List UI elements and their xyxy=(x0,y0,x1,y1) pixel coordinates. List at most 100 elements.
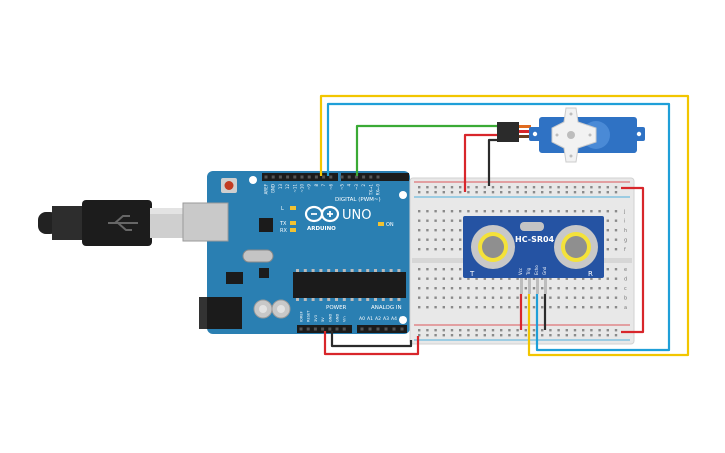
breadboard-hole[interactable] xyxy=(475,296,478,299)
breadboard-hole[interactable] xyxy=(516,296,519,299)
breadboard-hole[interactable] xyxy=(565,306,568,309)
breadboard-hole[interactable] xyxy=(606,277,609,280)
wire-red-5v[interactable] xyxy=(323,331,420,356)
breadboard-hole[interactable] xyxy=(500,334,503,337)
power-header[interactable] xyxy=(297,325,352,333)
breadboard-hole[interactable] xyxy=(434,219,437,222)
breadboard-hole[interactable] xyxy=(606,238,609,241)
breadboard-hole[interactable] xyxy=(565,210,568,213)
breadboard-hole[interactable] xyxy=(500,296,503,299)
wire-red-rail[interactable] xyxy=(621,186,645,334)
breadboard-hole[interactable] xyxy=(614,296,618,299)
breadboard-hole[interactable] xyxy=(557,277,560,280)
analog-pin-hole[interactable] xyxy=(376,327,380,331)
breadboard-hole[interactable] xyxy=(532,329,536,332)
breadboard-hole[interactable] xyxy=(524,287,527,290)
breadboard-hole[interactable] xyxy=(524,210,527,213)
breadboard-hole[interactable] xyxy=(532,287,536,290)
breadboard-hole[interactable] xyxy=(549,277,552,280)
breadboard-hole[interactable] xyxy=(426,268,429,271)
breadboard-hole[interactable] xyxy=(475,191,478,194)
breadboard-hole[interactable] xyxy=(606,287,609,290)
breadboard-hole[interactable] xyxy=(426,191,429,194)
digital-pin-hole[interactable] xyxy=(293,175,297,179)
breadboard-hole[interactable] xyxy=(557,334,560,337)
breadboard-hole[interactable] xyxy=(500,329,503,332)
breadboard-hole[interactable] xyxy=(573,210,577,213)
breadboard-hole[interactable] xyxy=(549,191,552,194)
breadboard-hole[interactable] xyxy=(418,210,421,213)
analog-pin-hole[interactable] xyxy=(384,327,388,331)
breadboard-hole[interactable] xyxy=(590,191,593,194)
breadboard-hole[interactable] xyxy=(614,306,618,309)
breadboard-hole[interactable] xyxy=(532,277,536,280)
breadboard-hole[interactable] xyxy=(508,277,511,280)
breadboard-hole[interactable] xyxy=(500,191,503,194)
breadboard-hole[interactable] xyxy=(459,287,462,290)
breadboard-hole[interactable] xyxy=(573,191,577,194)
breadboard-hole[interactable] xyxy=(483,277,486,280)
breadboard-hole[interactable] xyxy=(614,191,618,194)
breadboard-hole[interactable] xyxy=(565,191,568,194)
breadboard-hole[interactable] xyxy=(500,186,503,189)
digital-pin-hole[interactable] xyxy=(376,175,380,179)
breadboard-hole[interactable] xyxy=(450,306,454,309)
breadboard-hole[interactable] xyxy=(598,186,601,189)
digital-pin-hole[interactable] xyxy=(271,175,275,179)
breadboard-hole[interactable] xyxy=(508,186,511,189)
digital-pin-hole[interactable] xyxy=(347,175,351,179)
breadboard-hole[interactable] xyxy=(590,334,593,337)
breadboard-hole[interactable] xyxy=(418,219,421,222)
breadboard-hole[interactable] xyxy=(557,191,560,194)
power-pin-hole[interactable] xyxy=(342,327,346,331)
breadboard-hole[interactable] xyxy=(557,329,560,332)
breadboard-hole[interactable] xyxy=(475,334,478,337)
breadboard-hole[interactable] xyxy=(565,296,568,299)
breadboard-hole[interactable] xyxy=(418,329,421,332)
breadboard-hole[interactable] xyxy=(434,306,437,309)
breadboard-hole[interactable] xyxy=(549,287,552,290)
wire-black-gnd[interactable] xyxy=(330,331,413,348)
breadboard-hole[interactable] xyxy=(450,329,454,332)
breadboard-hole[interactable] xyxy=(450,238,454,241)
breadboard-hole[interactable] xyxy=(582,186,585,189)
breadboard-hole[interactable] xyxy=(524,191,527,194)
digital-pin-hole[interactable] xyxy=(278,175,282,179)
breadboard-hole[interactable] xyxy=(418,238,421,241)
breadboard-hole[interactable] xyxy=(524,334,527,337)
breadboard-hole[interactable] xyxy=(524,277,527,280)
breadboard-hole[interactable] xyxy=(426,219,429,222)
breadboard-hole[interactable] xyxy=(500,210,503,213)
breadboard-hole[interactable] xyxy=(590,186,593,189)
breadboard-hole[interactable] xyxy=(590,306,593,309)
breadboard-hole[interactable] xyxy=(606,191,609,194)
breadboard-hole[interactable] xyxy=(549,210,552,213)
breadboard-hole[interactable] xyxy=(483,210,486,213)
breadboard-hole[interactable] xyxy=(426,277,429,280)
breadboard-hole[interactable] xyxy=(459,219,462,222)
wire-red-servo[interactable] xyxy=(463,133,498,192)
breadboard-hole[interactable] xyxy=(442,329,445,332)
breadboard-hole[interactable] xyxy=(590,287,593,290)
breadboard-hole[interactable] xyxy=(590,210,593,213)
breadboard-hole[interactable] xyxy=(549,329,552,332)
breadboard-hole[interactable] xyxy=(450,229,454,232)
breadboard-hole[interactable] xyxy=(426,306,429,309)
breadboard-hole[interactable] xyxy=(606,248,609,251)
breadboard-hole[interactable] xyxy=(516,329,519,332)
breadboard-hole[interactable] xyxy=(541,306,544,309)
breadboard-hole[interactable] xyxy=(516,210,519,213)
breadboard-hole[interactable] xyxy=(524,296,527,299)
breadboard-hole[interactable] xyxy=(508,329,511,332)
breadboard-hole[interactable] xyxy=(516,334,519,337)
digital-pin-hole[interactable] xyxy=(286,175,290,179)
breadboard-hole[interactable] xyxy=(426,238,429,241)
breadboard-hole[interactable] xyxy=(565,329,568,332)
breadboard-hole[interactable] xyxy=(532,186,536,189)
breadboard-hole[interactable] xyxy=(557,306,560,309)
breadboard-hole[interactable] xyxy=(541,191,544,194)
breadboard-hole[interactable] xyxy=(532,210,536,213)
breadboard-hole[interactable] xyxy=(459,229,462,232)
breadboard-hole[interactable] xyxy=(532,296,536,299)
